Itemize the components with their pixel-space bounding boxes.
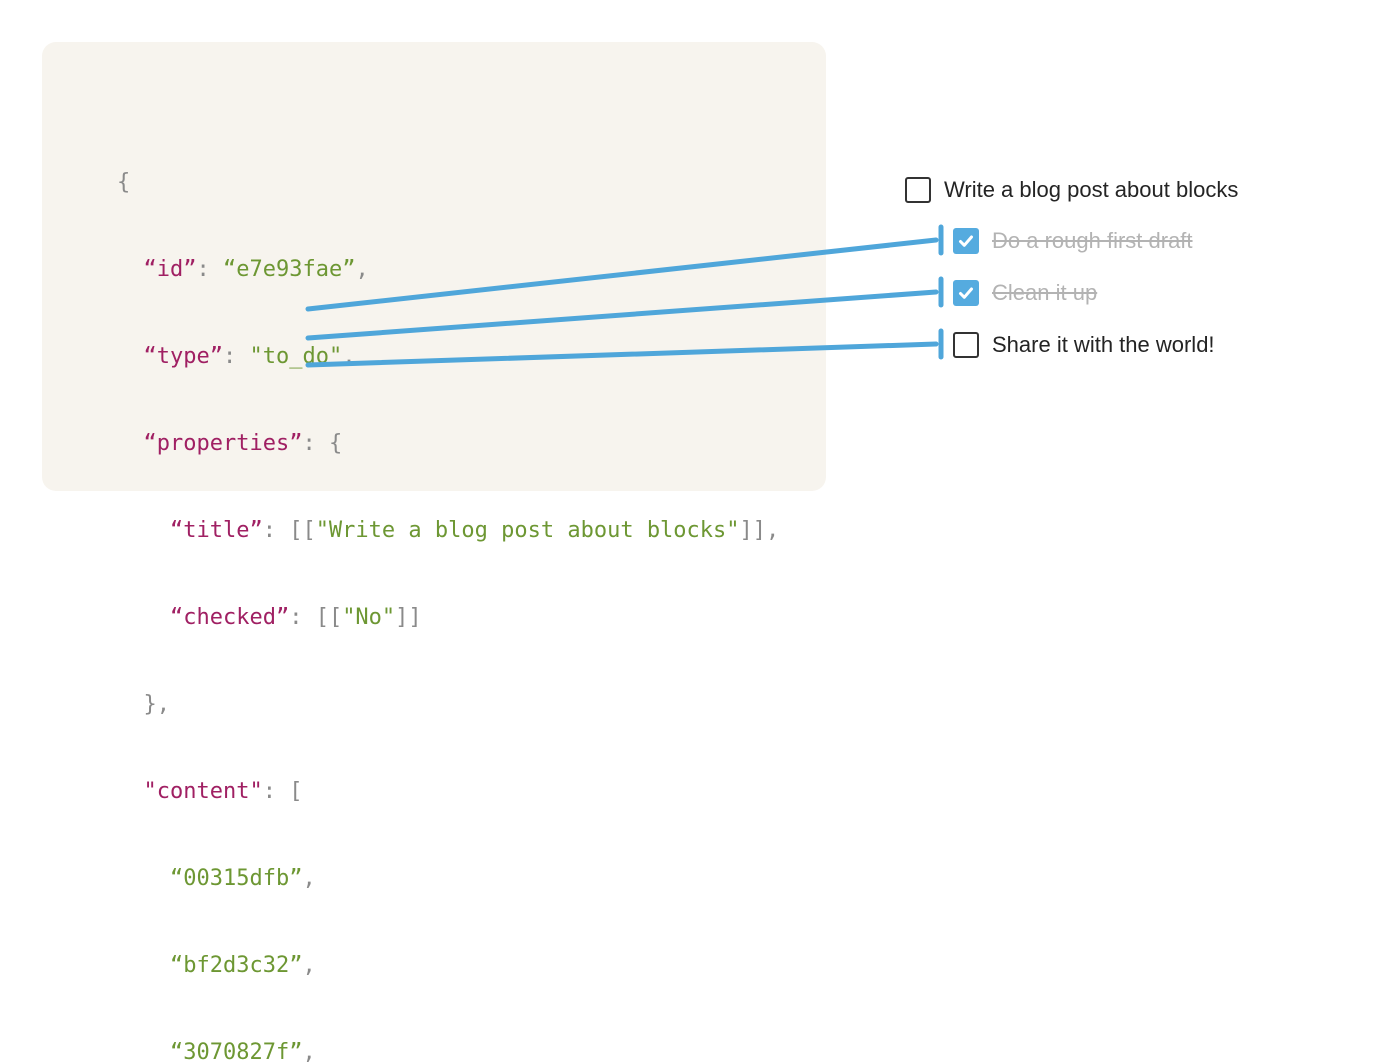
todo-item: Clean it up bbox=[953, 279, 1097, 306]
code-segment: , bbox=[342, 344, 356, 369]
code-segment: ]] bbox=[395, 605, 422, 630]
code-segment-string: “bf2d3c32” bbox=[169, 953, 303, 978]
code-segment: : [[ bbox=[289, 605, 343, 630]
code-segment bbox=[117, 866, 170, 891]
todo-item: Share it with the world! bbox=[953, 331, 1215, 358]
code-line: “type”: "to_do", bbox=[117, 342, 779, 371]
code-segment: : { bbox=[302, 431, 343, 456]
code-segment bbox=[117, 605, 170, 630]
code-segment-string: “3070827f” bbox=[169, 1040, 303, 1064]
code-segment bbox=[117, 779, 144, 804]
code-segment-string: “e7e93fae” bbox=[222, 257, 356, 282]
checkbox-checked[interactable] bbox=[953, 227, 979, 254]
code-segment-key: “type” bbox=[143, 344, 223, 369]
code-segment: { bbox=[117, 170, 131, 195]
todo-item: Write a blog post about blocks bbox=[905, 176, 1238, 203]
code-segment-key: "content" bbox=[143, 779, 263, 804]
code-segment-string: “00315dfb” bbox=[169, 866, 303, 891]
code-line: “3070827f”, bbox=[117, 1038, 779, 1064]
code-segment: : bbox=[196, 257, 223, 282]
code-segment-string: "to_do" bbox=[249, 344, 343, 369]
checkbox-unchecked[interactable] bbox=[953, 331, 979, 358]
todo-label: Clean it up bbox=[992, 279, 1098, 305]
code-line: “checked”: [["No"]] bbox=[117, 603, 779, 632]
code-segment: , bbox=[355, 257, 369, 282]
code-segment: , bbox=[302, 866, 316, 891]
code-segment bbox=[117, 344, 144, 369]
code-line: “bf2d3c32”, bbox=[117, 951, 779, 980]
code-line: “id”: “e7e93fae”, bbox=[117, 255, 779, 284]
code-segment: ]], bbox=[739, 518, 780, 543]
todo-label: Write a blog post about blocks bbox=[944, 176, 1239, 202]
code-segment-key: “title” bbox=[169, 518, 263, 543]
code-segment bbox=[117, 953, 170, 978]
code-segment: : bbox=[222, 344, 250, 369]
canvas: { “id”: “e7e93fae”, “type”: "to_do", “pr… bbox=[42, 42, 1238, 1064]
json-code-panel: { “id”: “e7e93fae”, “type”: "to_do", “pr… bbox=[42, 42, 826, 1064]
code-segment: : [ bbox=[262, 779, 303, 804]
code-segment-key: “id” bbox=[143, 257, 197, 282]
todo-label: Share it with the world! bbox=[992, 331, 1215, 357]
code-segment: : [[ bbox=[262, 518, 316, 543]
todo-label: Do a rough first draft bbox=[992, 227, 1193, 253]
code-segment-string: "No" bbox=[342, 605, 396, 630]
code-segment-key: “properties” bbox=[143, 431, 303, 456]
checkbox-checked[interactable] bbox=[953, 279, 979, 306]
code-segment-string: "Write a blog post about blocks" bbox=[315, 518, 740, 543]
todo-item: Do a rough first draft bbox=[953, 227, 1193, 254]
code-segment bbox=[117, 257, 144, 282]
code-segment bbox=[117, 1040, 170, 1064]
json-code-block: { “id”: “e7e93fae”, “type”: "to_do", “pr… bbox=[117, 110, 779, 1064]
code-segment: , bbox=[302, 953, 316, 978]
code-line: { bbox=[117, 168, 779, 197]
code-segment: , bbox=[302, 1040, 316, 1064]
code-line: “00315dfb”, bbox=[117, 864, 779, 893]
code-segment bbox=[117, 518, 170, 543]
code-line: }, bbox=[117, 690, 779, 719]
code-segment-key: “checked” bbox=[169, 605, 290, 630]
code-line: “properties”: { bbox=[117, 429, 779, 458]
checkbox-unchecked[interactable] bbox=[905, 176, 931, 203]
check-icon bbox=[959, 235, 973, 247]
code-line: “title”: [["Write a blog post about bloc… bbox=[117, 516, 779, 545]
code-segment bbox=[117, 431, 144, 456]
code-line: "content": [ bbox=[117, 777, 779, 806]
code-segment: }, bbox=[117, 692, 170, 717]
check-icon bbox=[959, 287, 973, 299]
